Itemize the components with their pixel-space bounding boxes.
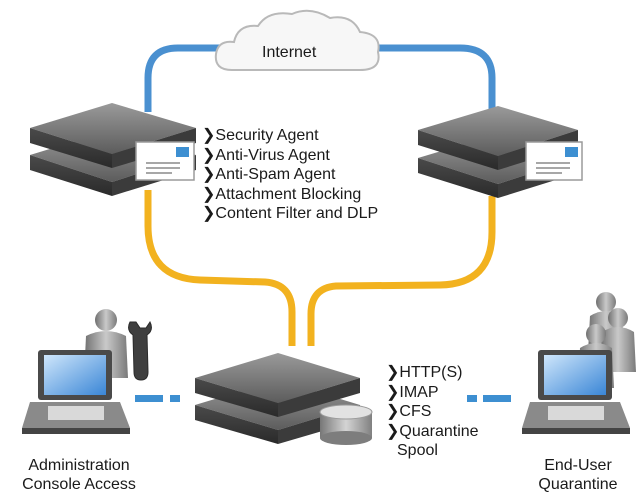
chevron-right-icon: ❯ <box>386 364 400 381</box>
list-item: ❯Security Agent <box>202 127 319 144</box>
admin-caption-line2: Console Access <box>22 476 136 493</box>
wrench-icon <box>128 321 152 381</box>
mail-envelope-right-icon <box>525 141 583 181</box>
internal-link-right <box>307 196 496 346</box>
protocol-list: ❯HTTP(S) ❯IMAP ❯CFS ❯Quarantine Spool <box>386 363 479 461</box>
internet-link-left <box>144 44 236 112</box>
list-item-continuation: Spool <box>397 442 438 459</box>
enduser-caption: End-User Quarantine <box>516 456 640 494</box>
internal-link-left <box>144 190 296 346</box>
chevron-right-icon: ❯ <box>202 146 216 164</box>
admin-laptop-icon <box>22 350 130 434</box>
internet-cloud-icon <box>214 9 380 71</box>
enduser-caption-line1: End-User <box>544 457 612 474</box>
internet-link-right <box>370 44 496 112</box>
list-item: ❯Anti-Virus Agent <box>202 146 330 164</box>
chevron-right-icon: ❯ <box>202 127 216 144</box>
admin-caption-line1: Administration <box>28 457 130 474</box>
database-cylinder-icon <box>319 404 373 445</box>
chevron-right-icon: ❯ <box>386 383 400 401</box>
enduser-lan-link <box>467 395 511 402</box>
agent-feature-list: ❯Security Agent ❯Anti-Virus Agent ❯Anti-… <box>202 126 378 224</box>
list-item: ❯Quarantine <box>386 422 479 440</box>
chevron-right-icon: ❯ <box>202 205 216 222</box>
enduser-laptop-icon <box>522 350 630 434</box>
list-item: ❯CFS <box>386 403 432 420</box>
admin-lan-link <box>135 395 180 402</box>
list-item: ❯HTTP(S) <box>386 364 463 381</box>
internet-label: Internet <box>262 44 317 61</box>
control-center-server-icon <box>195 353 360 444</box>
chevron-right-icon: ❯ <box>202 185 216 203</box>
mail-envelope-left-icon <box>135 141 195 181</box>
list-item: ❯Attachment Blocking <box>202 185 362 203</box>
admin-caption: Administration Console Access <box>2 456 156 494</box>
enduser-caption-line2: Quarantine <box>538 476 618 493</box>
chevron-right-icon: ❯ <box>386 403 400 420</box>
list-item: ❯Content Filter and DLP <box>202 205 379 222</box>
chevron-right-icon: ❯ <box>386 422 400 440</box>
list-item: ❯Anti-Spam Agent <box>202 166 336 183</box>
chevron-right-icon: ❯ <box>202 166 216 183</box>
list-item: ❯IMAP <box>386 383 439 401</box>
